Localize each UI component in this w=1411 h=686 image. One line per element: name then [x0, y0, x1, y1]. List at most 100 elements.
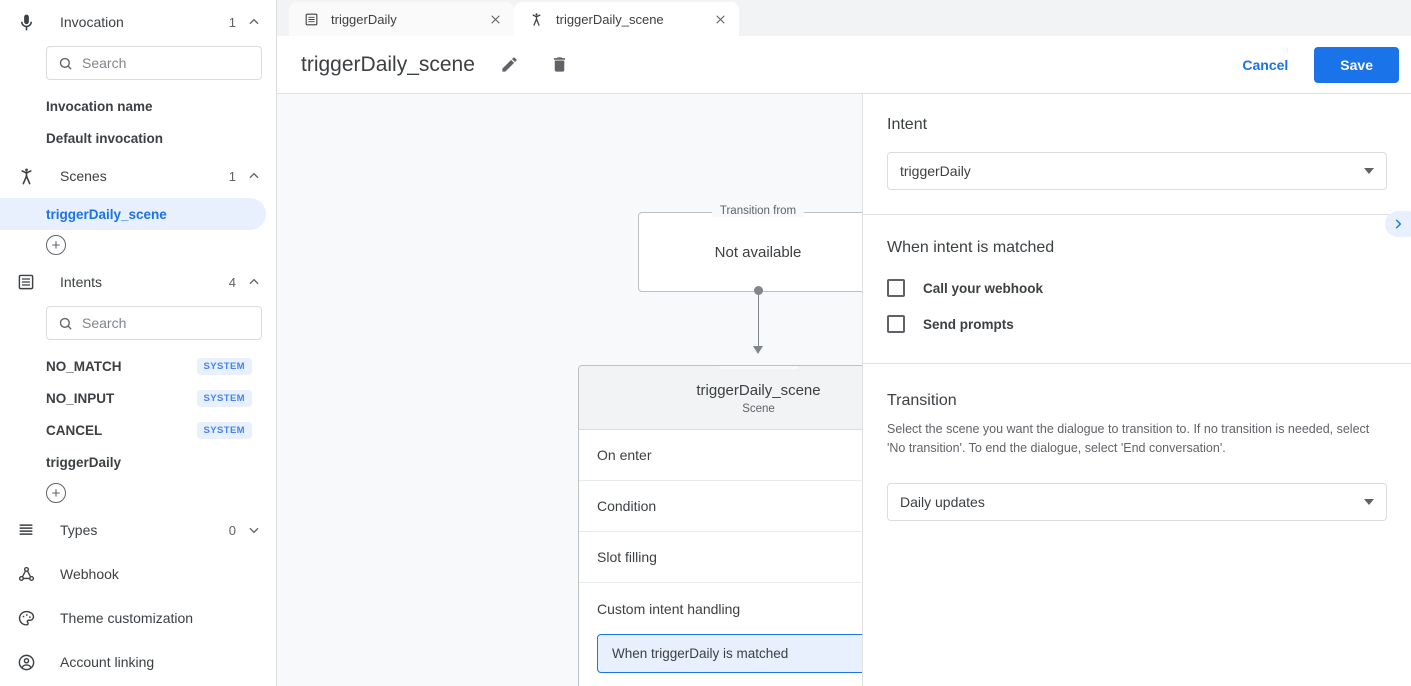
sidebar-section-scenes-count: 1 — [228, 168, 236, 184]
sidebar-item-account-linking[interactable]: Account linking — [0, 640, 276, 684]
types-lines-icon — [14, 518, 38, 542]
sidebar-item-label: Account linking — [60, 654, 155, 670]
page-title: triggerDaily_scene — [301, 52, 475, 76]
transition-from-node[interactable]: Transition from Not available — [638, 205, 862, 292]
chevron-down-icon — [1364, 498, 1374, 505]
transition-from-value: Not available — [714, 243, 802, 261]
scene-row-on-enter[interactable]: On enter + — [579, 430, 862, 481]
microphone-icon — [14, 10, 38, 34]
invocation-search-input[interactable] — [82, 55, 263, 71]
page-header: triggerDaily_scene Cancel Save — [277, 36, 1411, 94]
sidebar-item-webhook[interactable]: Webhook — [0, 552, 276, 596]
trash-icon[interactable] — [543, 48, 577, 82]
scene-row-custom-intent-handling[interactable]: Custom intent handling + — [579, 583, 862, 634]
sidebar-section-invocation-count: 1 — [228, 14, 236, 30]
sidebar-section-invocation[interactable]: Invocation 1 — [0, 0, 276, 44]
transition-from-legend: Transition from — [711, 205, 805, 217]
add-intent-button[interactable]: + — [46, 483, 66, 503]
chevron-up-icon[interactable] — [246, 168, 262, 184]
account-circle-icon — [14, 650, 38, 674]
sidebar-section-types-count: 0 — [228, 522, 236, 538]
when-intent-matched-title: When intent is matched — [887, 239, 1055, 256]
intents-search-input[interactable] — [82, 315, 263, 331]
chevron-up-icon[interactable] — [246, 274, 262, 290]
sidebar-item-default-invocation[interactable]: Default invocation — [0, 122, 266, 154]
chevron-down-icon — [1364, 168, 1374, 174]
custom-intent-handler-list: When triggerDaily is matched — [579, 634, 862, 686]
scene-card-title: triggerDaily_scene — [696, 382, 821, 399]
intents-list-icon — [14, 270, 38, 294]
tab-strip: triggerDaily triggerDaily_scene — [277, 0, 1411, 36]
call-webhook-checkbox[interactable] — [887, 279, 905, 297]
call-webhook-checkbox-row[interactable]: Call your webhook — [887, 279, 1387, 297]
scene-row-label: Custom intent handling — [597, 600, 741, 617]
main-column: triggerDaily triggerDaily_scene — [277, 0, 1411, 686]
transition-to-legend: Transition to — [719, 366, 798, 369]
sidebar-item-theme-customization[interactable]: Theme customization — [0, 596, 276, 640]
sidebar-item-no-input[interactable]: NO_INPUT SYSTEM — [0, 382, 266, 414]
scene-row-label: Slot filling — [597, 549, 657, 565]
close-icon[interactable] — [484, 8, 506, 30]
scene-branch-icon — [528, 11, 544, 27]
close-icon[interactable] — [709, 8, 731, 30]
body-split: Transition from Not available Transition… — [277, 94, 1411, 686]
transition-section-title: Transition — [887, 392, 957, 409]
sidebar-item-label: CANCEL — [46, 422, 103, 438]
send-prompts-label: Send prompts — [923, 316, 1014, 332]
search-icon — [57, 55, 73, 71]
scene-row-slot-filling[interactable]: Slot filling + — [579, 532, 862, 583]
tab-triggerdaily[interactable]: triggerDaily — [289, 2, 514, 36]
connector-arrowhead — [753, 346, 763, 354]
intents-search-wrap — [0, 304, 276, 350]
intent-select[interactable]: triggerDaily — [887, 152, 1387, 190]
sidebar-item-label: triggerDaily_scene — [46, 206, 167, 222]
status-badge: SYSTEM — [196, 389, 252, 407]
scene-row-label: On enter — [597, 447, 652, 463]
sidebar-item-triggerdaily-scene[interactable]: triggerDaily_scene — [0, 198, 266, 230]
sidebar-item-cancel[interactable]: CANCEL SYSTEM — [0, 414, 266, 446]
scene-graph-canvas[interactable]: Transition from Not available Transition… — [277, 94, 862, 686]
scene-card: Transition to triggerDaily_scene Scene O… — [578, 365, 862, 686]
sidebar-item-label: Default invocation — [46, 130, 164, 146]
chevron-right-icon[interactable] — [1385, 211, 1411, 237]
send-prompts-checkbox[interactable] — [887, 315, 905, 333]
sidebar-item-no-match[interactable]: NO_MATCH SYSTEM — [0, 350, 266, 382]
tab-triggerdaily-scene[interactable]: triggerDaily_scene — [514, 2, 739, 36]
intent-section: Intent triggerDaily — [863, 94, 1411, 214]
send-prompts-checkbox-row[interactable]: Send prompts — [887, 315, 1387, 333]
intent-select-value: triggerDaily — [900, 163, 971, 179]
scene-row-condition[interactable]: Condition + — [579, 481, 862, 532]
sidebar-item-invocation-name[interactable]: Invocation name — [0, 90, 266, 122]
save-button[interactable]: Save — [1314, 46, 1399, 83]
sidebar-item-label: NO_INPUT — [46, 390, 115, 406]
sidebar-item-triggerdaily[interactable]: triggerDaily — [0, 446, 266, 478]
sidebar-section-scenes[interactable]: Scenes 1 — [0, 154, 276, 198]
invocation-search-wrap — [0, 44, 276, 90]
cancel-button[interactable]: Cancel — [1228, 48, 1302, 82]
search-icon — [57, 315, 73, 331]
transition-section: Transition Select the scene you want the… — [863, 364, 1411, 545]
sidebar-item-label: Invocation name — [46, 98, 153, 114]
when-intent-matched-section: When intent is matched Call your webhook… — [863, 215, 1411, 363]
scene-row-label: Condition — [597, 498, 657, 514]
transition-select[interactable]: Daily updates — [887, 482, 1387, 521]
intent-handler-chip[interactable]: When triggerDaily is matched — [597, 634, 862, 673]
right-properties-panel: Intent triggerDaily When intent is match… — [862, 94, 1411, 686]
chevron-up-icon[interactable] — [246, 14, 262, 30]
pencil-icon[interactable] — [493, 48, 527, 82]
intents-search-box[interactable] — [46, 306, 263, 340]
status-badge: SYSTEM — [196, 357, 252, 375]
sidebar-section-types[interactable]: Types 0 — [0, 508, 276, 552]
sidebar-section-invocation-label: Invocation — [60, 14, 124, 30]
add-intent-row: + — [0, 478, 276, 508]
sidebar-section-intents-count: 4 — [228, 274, 236, 290]
add-scene-row: + — [0, 230, 276, 260]
intent-doc-icon — [303, 11, 319, 27]
sidebar-section-intents[interactable]: Intents 4 — [0, 260, 276, 304]
chevron-down-icon[interactable] — [246, 522, 262, 538]
left-sidebar: Invocation 1 Invocation name Default inv… — [0, 0, 277, 686]
transition-section-description: Select the scene you want the dialogue t… — [887, 422, 1370, 456]
invocation-search-box[interactable] — [46, 46, 263, 80]
add-scene-button[interactable]: + — [46, 235, 66, 255]
